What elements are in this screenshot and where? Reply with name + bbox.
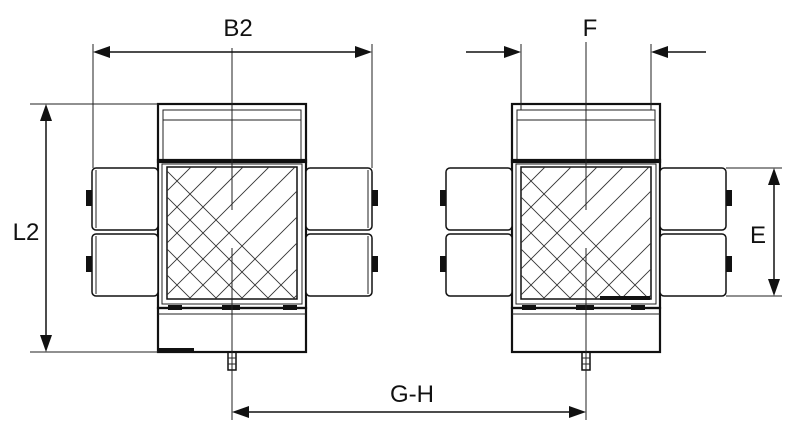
dimension-f: F — [466, 15, 706, 110]
hatch-line — [167, 167, 244, 244]
dimension-gh: G-H — [232, 381, 586, 418]
label-b2: B2 — [223, 15, 252, 42]
hatch-line — [521, 167, 650, 296]
hatch-line — [0, 167, 35, 429]
hatch-line — [0, 167, 35, 429]
hatch-line — [167, 248, 218, 299]
dimension-b2: B2 — [92, 15, 373, 168]
dimension-e: E — [726, 167, 782, 297]
hatch-line — [521, 167, 624, 270]
hatch-line — [521, 167, 598, 244]
label-gh: G-H — [390, 381, 434, 408]
hatch-line — [167, 167, 270, 270]
label-f: F — [583, 15, 598, 42]
hatch-line — [167, 167, 296, 296]
hatch-line — [521, 222, 598, 299]
hatch-line — [153, 167, 415, 429]
hatch-line — [167, 196, 270, 299]
hatch-line — [167, 222, 244, 299]
right-unit — [153, 42, 732, 429]
hatch-line — [521, 274, 546, 299]
left-hatch — [0, 167, 297, 429]
left-unit — [0, 48, 378, 429]
hatch-line — [167, 274, 192, 299]
hatch-line — [0, 167, 61, 429]
hatch-line — [167, 167, 218, 218]
hatch-line — [0, 167, 61, 429]
hatch-line — [521, 167, 572, 218]
label-l2: L2 — [13, 219, 40, 246]
hatch-line — [0, 167, 87, 429]
hatch-line — [0, 167, 87, 429]
hatch-line — [521, 248, 572, 299]
label-e: E — [750, 222, 766, 249]
dimension-l2: L2 — [13, 103, 158, 353]
hatch-line — [167, 170, 296, 299]
hatch-line — [153, 167, 415, 429]
